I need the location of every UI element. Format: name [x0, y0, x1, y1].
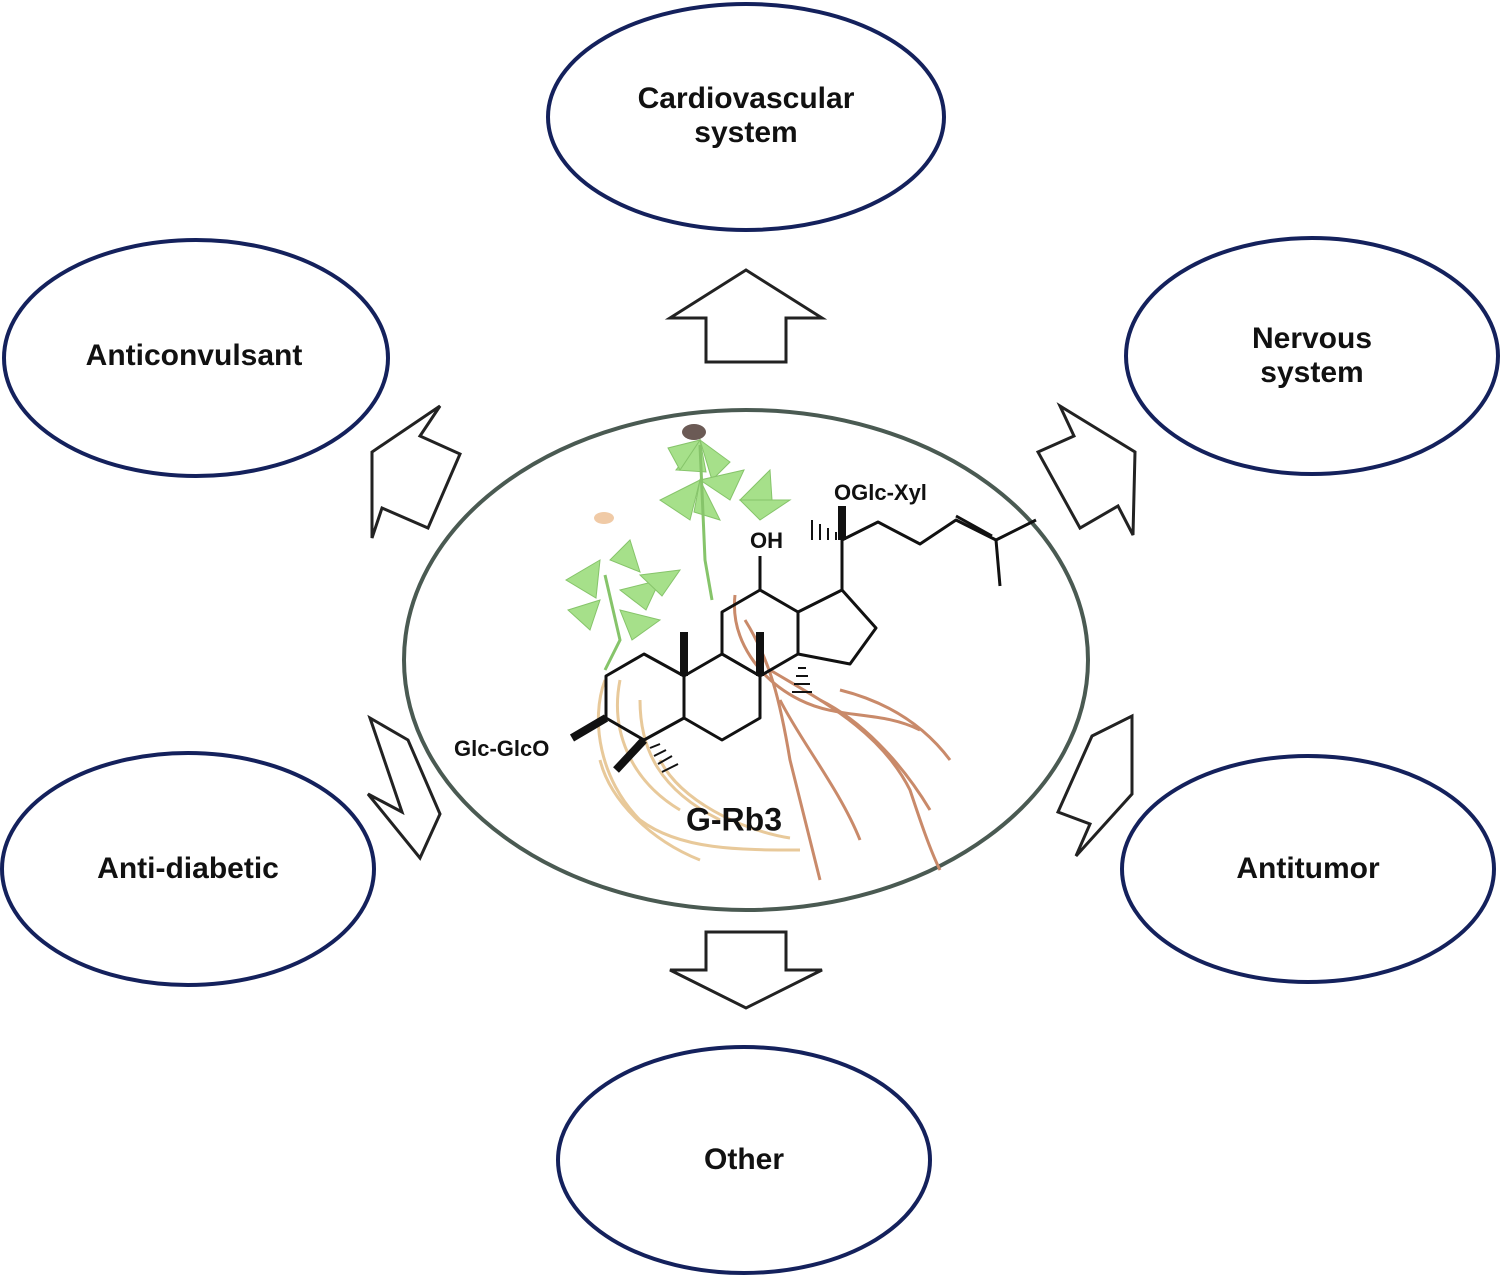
center-ellipse [402, 408, 1090, 912]
side-chain-label: OGlc-Xyl [834, 480, 927, 505]
ginseng-leaves [565, 438, 792, 641]
node-label-other: Other [703, 1143, 785, 1176]
arrow-down [669, 930, 823, 1010]
arrow-upper-right [1035, 402, 1137, 536]
arrow-lower-left [366, 714, 442, 861]
node-label-cardiovascular: Cardiovascular system [637, 82, 855, 149]
node-ellipse-nervous [1124, 236, 1500, 476]
node-label-antitumor: Antitumor [1236, 852, 1380, 885]
node-ellipse-anticonvulsant [2, 238, 390, 478]
node-label-antidiabetic: Anti-diabetic [97, 852, 279, 885]
compound-name: G-Rb3 [686, 801, 782, 838]
sugar-label: Glc-GlcO [454, 736, 550, 761]
berry-cluster [682, 424, 706, 440]
node-ellipse-antitumor [1120, 754, 1496, 984]
node-ellipse-other [556, 1045, 932, 1275]
oh-label: OH [750, 528, 783, 553]
node-ellipse-antidiabetic [0, 751, 376, 987]
arrow-up [664, 268, 828, 364]
arrow-upper-left [370, 404, 462, 539]
node-label-anticonvulsant: Anticonvulsant [85, 339, 303, 372]
g-rb3-structure [569, 506, 1037, 773]
node-label-nervous: Nervous system [1251, 322, 1373, 389]
node-ellipse-cardiovascular [546, 2, 946, 232]
arrow-lower-right [1055, 713, 1134, 858]
